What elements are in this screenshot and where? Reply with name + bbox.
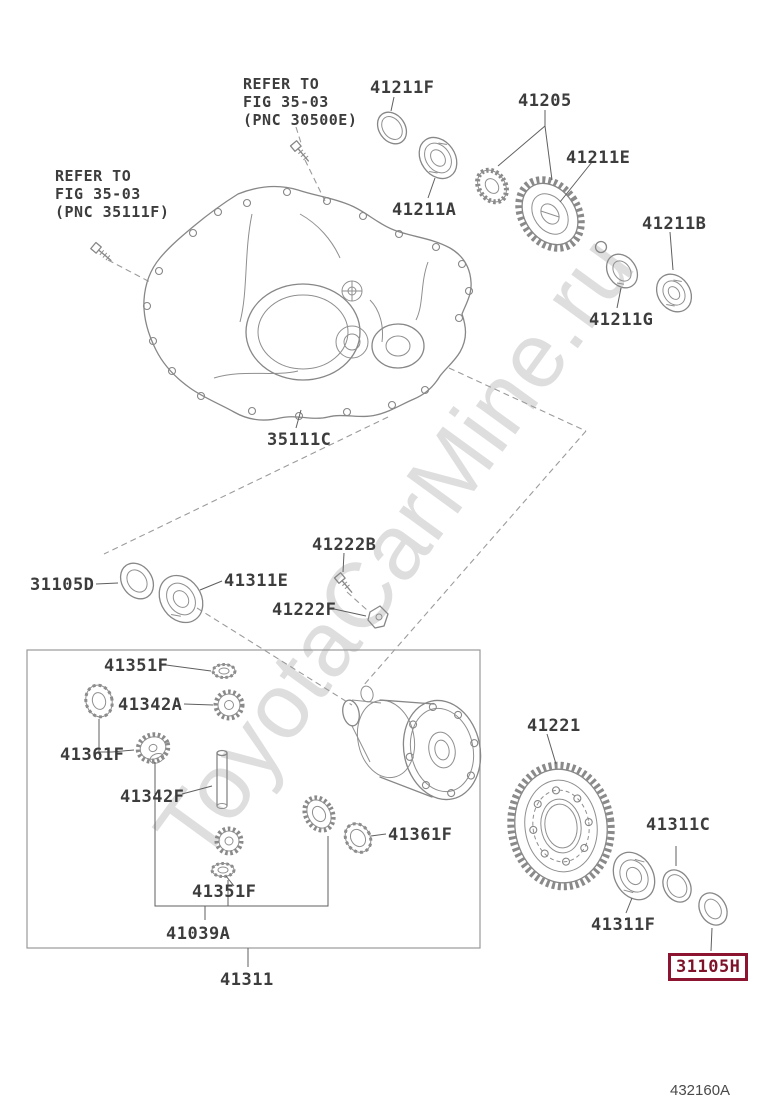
bearing-31105d-drawing xyxy=(119,562,155,600)
splined-shaft-41211e-drawing xyxy=(475,167,509,205)
part-label-41039a: 41039A xyxy=(166,924,231,944)
pinion-shaft-41342f-drawing xyxy=(216,749,228,809)
part-label-41311e: 41311E xyxy=(224,571,289,591)
part-label-35111c: 35111C xyxy=(267,430,332,450)
part-label-41351f-top: 41351F xyxy=(104,656,169,676)
bearing-41211b-drawing xyxy=(655,273,693,313)
part-label-31105d: 31105D xyxy=(30,575,95,595)
part-label-41342a: 41342A xyxy=(118,695,183,715)
part-label-41211g: 41211G xyxy=(589,310,654,330)
part-label-41361f-left: 41361F xyxy=(60,745,125,765)
bolt-pnc35111f-drawing xyxy=(90,241,112,262)
bolt-pnc30500e-drawing xyxy=(289,140,310,162)
refer-note-pnc35111f: REFER TO FIG 35-03 (PNC 35111F) xyxy=(55,167,170,221)
lock-plate-41222f-drawing xyxy=(367,605,389,629)
ball-drawing xyxy=(594,240,608,254)
leader-lines xyxy=(95,96,713,967)
ring-gear-41221-drawing xyxy=(507,761,615,891)
bearing-41311e-drawing xyxy=(158,574,204,624)
bearing-41211a-drawing xyxy=(418,136,458,180)
differential-case-drawing xyxy=(342,685,482,801)
part-label-41205: 41205 xyxy=(518,91,572,111)
part-label-41311c: 41311C xyxy=(646,815,711,835)
part-label-41211e: 41211E xyxy=(566,148,631,168)
side-gear-41361f-drawing xyxy=(135,732,171,764)
part-label-41361f-right: 41361F xyxy=(388,825,453,845)
part-label-41221: 41221 xyxy=(527,716,581,736)
gear-41205-drawing xyxy=(515,176,585,252)
part-label-41211f: 41211F xyxy=(370,78,435,98)
part-label-41342f: 41342F xyxy=(120,787,185,807)
snap-ring-41211f-drawing xyxy=(376,111,408,145)
part-label-41311f: 41311F xyxy=(591,915,656,935)
bearing-41211g-drawing xyxy=(605,253,639,289)
splined-hub-drawing xyxy=(302,795,336,833)
refer-note-pnc30500e: REFER TO FIG 35-03 (PNC 30500E) xyxy=(243,75,358,129)
part-label-41211a: 41211A xyxy=(392,200,457,220)
part-label-41222f: 41222F xyxy=(272,600,337,620)
thrust-washer-drawing xyxy=(84,683,114,719)
oil-seal-31105h-drawing xyxy=(698,892,728,926)
pinion-gear-41342a-drawing xyxy=(213,689,245,721)
washer-41361f-right-drawing xyxy=(343,822,373,854)
bolt-41222b-drawing xyxy=(333,572,353,593)
diagram-code: 432160A xyxy=(670,1082,731,1099)
bearing-41311f-drawing xyxy=(612,851,656,901)
differential-group-box xyxy=(26,649,481,949)
transaxle-case-drawing xyxy=(142,185,474,421)
part-label-41222b: 41222B xyxy=(312,535,377,555)
part-label-41351f-bottom: 41351F xyxy=(192,882,257,902)
case-bolt-holes xyxy=(142,187,474,421)
highlighted-part-label-31105h: 31105H xyxy=(668,953,749,981)
part-label-41311: 41311 xyxy=(220,970,274,990)
washer-41311c-drawing xyxy=(662,869,692,903)
washer-41351f-top-drawing xyxy=(211,663,237,679)
washer-41351f-bottom-drawing xyxy=(210,862,236,878)
part-label-41211b: 41211B xyxy=(642,214,707,234)
dashed-leader-lines xyxy=(103,126,587,706)
pinion-gear-bottom-drawing xyxy=(214,826,244,856)
